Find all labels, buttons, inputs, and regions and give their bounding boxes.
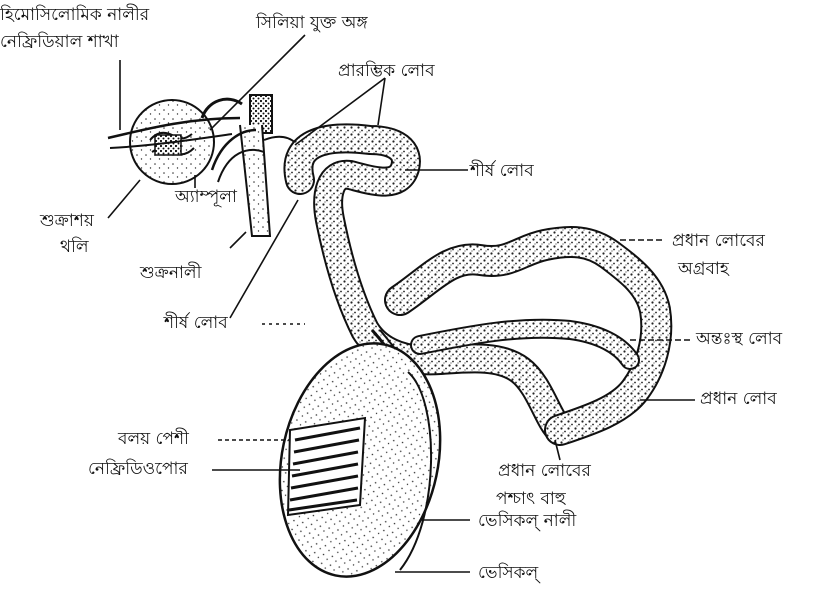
label-hemocoel-line2: নেফ্রিডিয়াল শাখা [0,31,119,53]
label-apical-lobe-left: শীর্ষ লোব [164,312,228,334]
nephridiopore-shape [288,418,365,515]
label-apical-lobe-top: শীর্ষ লোব [470,160,534,182]
label-main-lobe-posterior-line2: পশ্চাৎ বাহু [496,488,566,510]
label-hemocoel-line1: হিমোসিলোমিক নালীর [0,4,149,26]
label-initial-lobe: প্রারম্ভিক লোব [338,60,435,82]
label-ampulla: অ্যাম্পূলা [175,186,237,208]
label-nephridiopore: নেফ্রিডিওপোর [88,458,188,480]
label-vesicle-duct: ভেসিকল্ নালী [478,510,576,532]
label-ciliated-part: সিলিয়া যুক্ত অঙ্গ [256,12,368,34]
label-main-lobe: প্রধান লোব [700,388,777,410]
label-main-lobe-anterior-line2: অগ্রবাহ [678,258,729,280]
label-vesicle: ভেসিকল্ [478,562,538,584]
label-sphincter: বলয় পেশী [118,428,189,450]
label-main-lobe-anterior-line1: প্রধান লোবের [672,230,765,252]
label-main-lobe-posterior-line1: প্রধান লোবের [498,460,591,482]
label-middle-lobe: অন্তঃস্থ লোব [696,328,782,350]
label-seminal-sac-line1: শুক্রাশয় [40,210,94,232]
label-seminal-sac-line2: থলি [60,236,89,258]
label-sperm-duct: শুক্রনালী [140,262,201,284]
